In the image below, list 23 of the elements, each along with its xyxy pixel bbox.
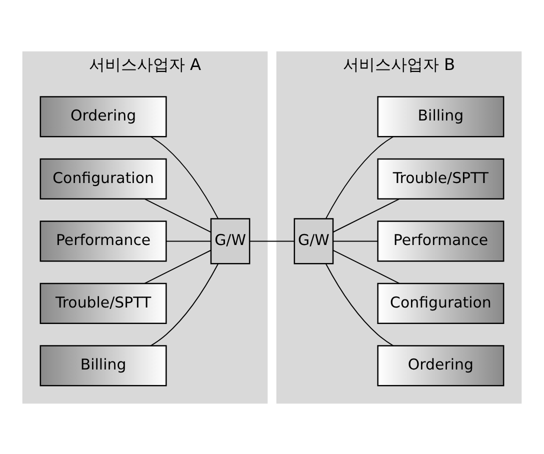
connector (325, 136, 394, 218)
node-box: Ordering (377, 344, 504, 386)
node-box: Trouble/SPTT (40, 282, 167, 324)
connector (144, 249, 212, 284)
connector (325, 262, 394, 346)
node-box: Performance (377, 220, 504, 262)
connector (249, 240, 295, 242)
connector (150, 136, 219, 218)
node-box: Ordering (40, 96, 167, 137)
node-box: Billing (377, 96, 504, 137)
node-box: Performance (40, 220, 167, 262)
connector (144, 198, 212, 232)
connector (150, 262, 219, 346)
connector (332, 198, 400, 232)
node-box: G/W (210, 218, 250, 264)
node-box: Trouble/SPTT (377, 158, 504, 199)
connector (332, 249, 400, 284)
node-box: Configuration (40, 158, 167, 199)
node-box: G/W (294, 218, 334, 264)
node-box: Billing (40, 344, 167, 386)
connector (332, 240, 378, 242)
connector (166, 240, 212, 242)
node-box: Configuration (377, 282, 504, 324)
